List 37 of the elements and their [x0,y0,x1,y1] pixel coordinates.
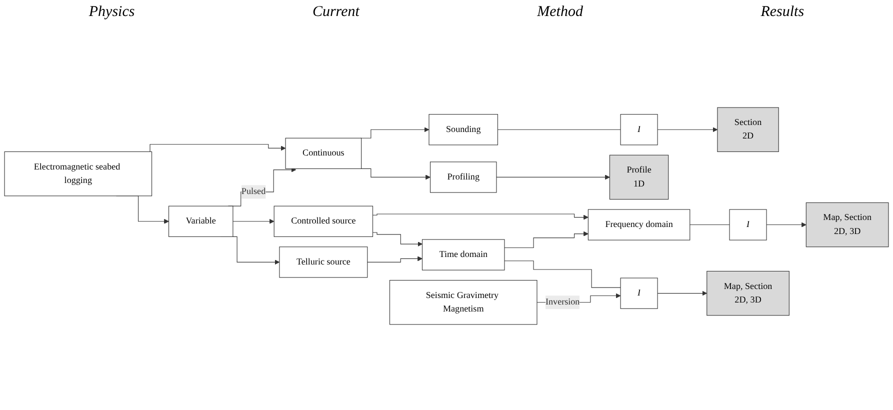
arrow [766,222,806,228]
arrow [372,214,588,220]
edge-label: Inversion [545,297,580,307]
node-box: I [620,114,658,146]
node-box: Variable [168,206,234,237]
node-box: Controlled source [274,206,374,237]
node-box: Section 2D [717,107,779,152]
edge-label: Pulsed [241,186,266,196]
node-box: Continuous [285,138,362,169]
node-box: Profiling [430,162,497,193]
arrow [232,218,274,224]
arrow [504,231,588,248]
node-box: Seismic Gravimetry Magnetism [389,280,538,325]
column-heading: Results [760,4,804,20]
node-box: Telluric source [279,246,368,278]
node-box: Electromagnetic seabed logging [4,151,152,196]
connector [690,224,730,226]
connector [504,260,621,288]
arrow [496,174,610,180]
arrow [360,127,430,138]
arrow [360,168,430,180]
arrow [657,290,708,296]
node-box: Sounding [428,114,498,146]
column-heading: Method [537,4,583,20]
node-box: Profile 1D [609,154,669,200]
arrow [367,256,422,262]
node-box: I [729,209,767,240]
arrow [372,232,423,247]
node-box: I [620,278,658,309]
node-box: Time domain [422,239,505,270]
arrow [657,127,718,132]
column-heading: Current [312,4,360,20]
node-box: Map, Section 2D, 3D [706,270,790,316]
node-box: Map, Section 2D, 3D [806,202,889,248]
connector [497,129,621,130]
column-heading: Physics [88,4,135,20]
node-box: Frequency domain [588,209,690,240]
